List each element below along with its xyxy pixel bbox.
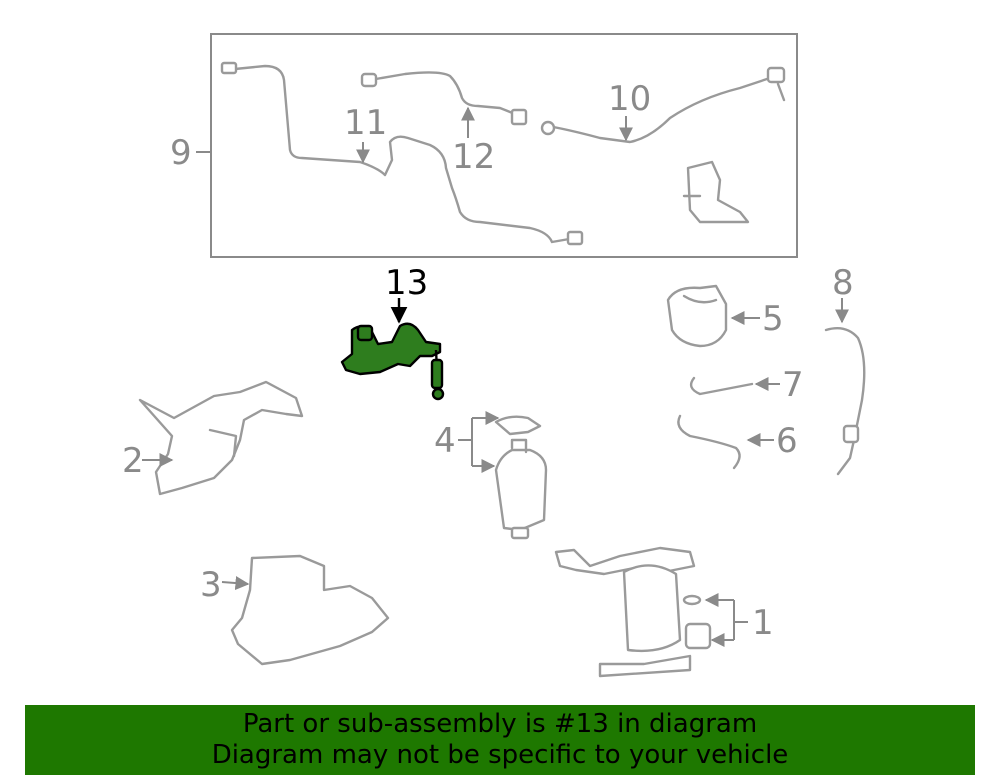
callout-7: 7	[782, 365, 804, 405]
callout-9: 9	[170, 133, 192, 173]
leader-4	[471, 417, 496, 466]
callout-2: 2	[122, 441, 144, 481]
bracket-small	[682, 160, 750, 224]
part-10-hose	[540, 66, 786, 144]
part-3	[230, 554, 390, 666]
leader-3	[221, 576, 250, 591]
part-8	[824, 327, 866, 476]
part-13-highlighted	[340, 322, 445, 401]
callout-5: 5	[762, 299, 784, 339]
callout-4: 4	[434, 421, 456, 461]
callout-10: 10	[608, 79, 651, 119]
part-11-hose	[220, 61, 584, 246]
callout-1: 1	[752, 603, 774, 643]
callout-12: 12	[452, 137, 495, 177]
part-6	[677, 414, 741, 470]
callout-8: 8	[832, 263, 854, 303]
part-2	[138, 380, 304, 496]
part-5	[666, 284, 728, 348]
notice-banner: Part or sub-assembly is #13 in diagram D…	[25, 705, 975, 775]
part-12-hose	[360, 71, 528, 126]
callout-6: 6	[776, 421, 798, 461]
part-4	[494, 415, 548, 540]
banner-line-1: Part or sub-assembly is #13 in diagram	[242, 709, 758, 739]
group-box-9	[210, 33, 798, 258]
part-7	[689, 376, 754, 396]
callout-3: 3	[200, 565, 222, 605]
banner-line-2: Diagram may not be specific to your vehi…	[211, 740, 789, 770]
leader-1	[733, 600, 748, 640]
callout-13: 13	[385, 263, 428, 303]
callout-11: 11	[344, 103, 387, 143]
part-1	[554, 546, 712, 678]
